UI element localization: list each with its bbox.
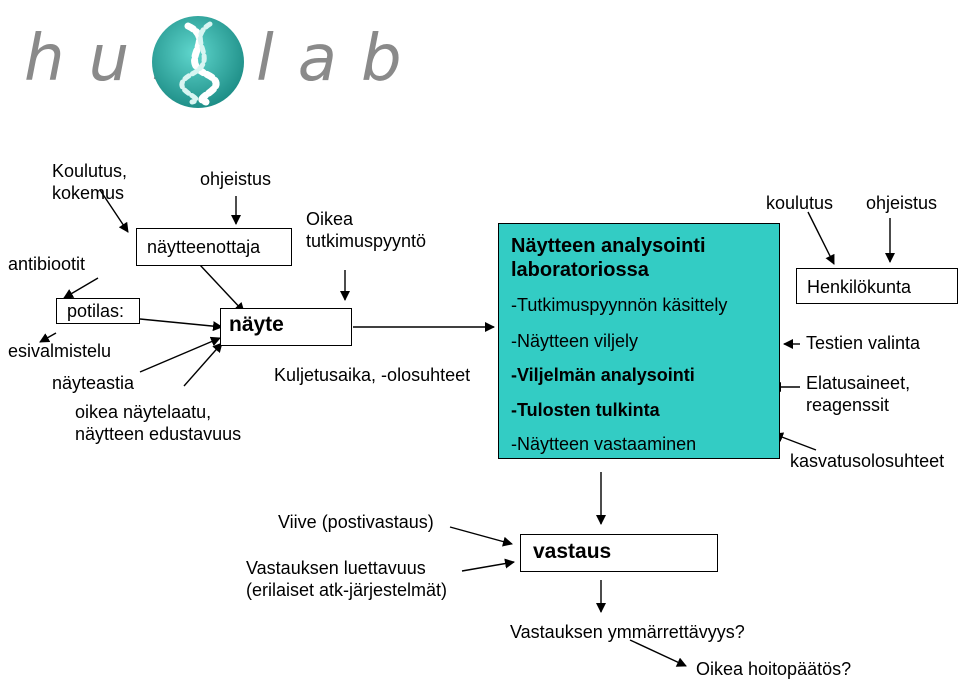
- nayte-label: näyte: [229, 313, 284, 336]
- lab-item: -Tutkimuspyynnön käsittely: [511, 295, 728, 315]
- henkilokunta-box: Henkilökunta: [796, 268, 958, 304]
- hoitopaatos-label: Oikea hoitopäätös?: [696, 659, 852, 679]
- viive-label: Viive (postivastaus): [278, 512, 434, 532]
- lab-item: -Näytteen vastaaminen: [511, 434, 697, 454]
- kuljetusaika-label: Kuljetusaika, -olosuhteet: [274, 365, 471, 385]
- logo-emblem-icon: [152, 16, 244, 108]
- lab-analysis-box: Näytteen analysointi laboratoriossa -Tut…: [498, 223, 780, 459]
- koulutus-kokemus-label: Koulutus, kokemus: [52, 161, 128, 203]
- ohjeistus-left-label: ohjeistus: [200, 169, 272, 189]
- henkilokunta-label: Henkilökunta: [807, 277, 912, 297]
- ohjeistus-right-label: ohjeistus: [866, 193, 938, 213]
- lab-title: Näytteen analysointi laboratoriossa: [511, 235, 706, 281]
- lab-item: -Näytteen viljely: [511, 331, 639, 351]
- nayteastia-label: näyteastia: [52, 373, 135, 393]
- lab-item: -Tulosten tulkinta: [511, 400, 660, 420]
- logo-right-text: lab: [256, 22, 426, 96]
- koulutus-right-label: koulutus: [766, 193, 834, 213]
- potilas-label: potilas:: [67, 301, 125, 321]
- vastaus-label: vastaus: [533, 540, 612, 563]
- vastaus-box: vastaus: [520, 534, 718, 572]
- luettavuus-label: Vastauksen luettavuus (erilaiset atk-jär…: [246, 558, 448, 600]
- oikea-tutkimuspyynto-label: Oikea tutkimuspyyntö: [306, 209, 427, 251]
- nayte-box: näyte: [220, 308, 352, 346]
- testien-valinta-label: Testien valinta: [806, 333, 921, 353]
- elatusaineet-label: Elatusaineet, reagenssit: [806, 373, 911, 415]
- kasvatusolosuhteet-label: kasvatusolosuhteet: [790, 451, 945, 471]
- ymmarrettavyys-label: Vastauksen ymmärrettävyys?: [510, 622, 745, 642]
- potilas-box: potilas:: [56, 298, 140, 324]
- esivalmistelu-label: esivalmistelu: [8, 341, 112, 361]
- lab-item: -Viljelmän analysointi: [511, 365, 695, 385]
- naytteenottaja-label: näytteenottaja: [147, 237, 261, 257]
- antibiootit-label: antibiootit: [8, 254, 86, 274]
- oikea-naytelaatu-label: oikea näytelaatu, näytteen edustavuus: [75, 402, 242, 444]
- naytteenottaja-box: näytteenottaja: [136, 228, 292, 266]
